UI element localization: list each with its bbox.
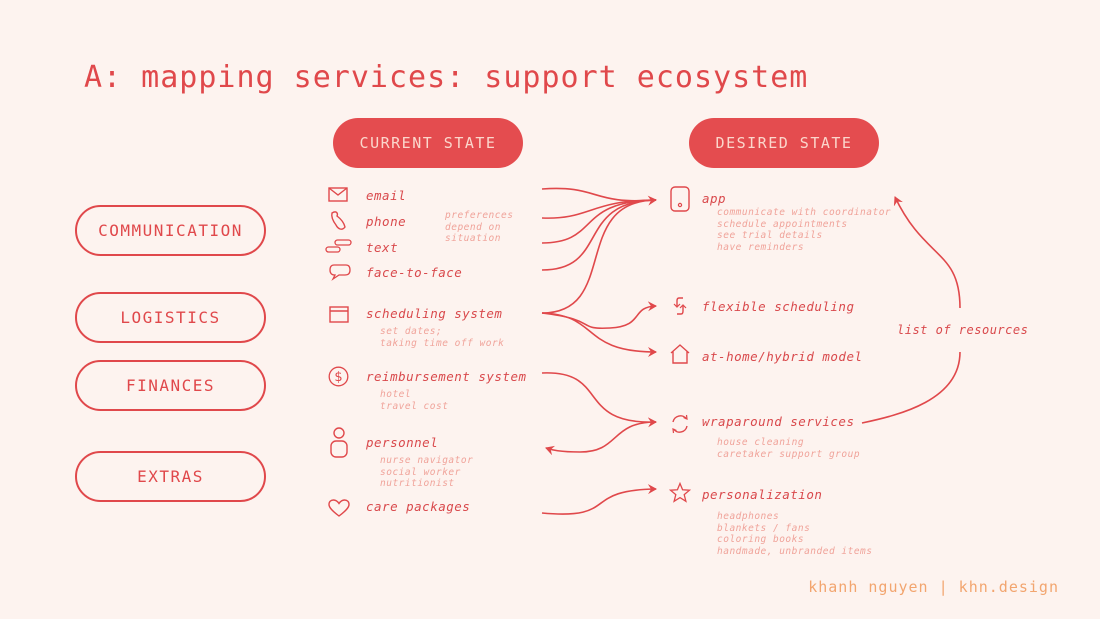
item-reimbursement-system: reimbursement system [366,369,527,384]
item-at-home-hybrid: at-home/hybrid model [702,349,863,364]
arrow-care-personal [541,484,657,515]
speech-bubble-icon [329,264,351,281]
current-state-header: CURRENT STATE [333,118,523,168]
arrow-scheduling-flex [541,301,657,330]
item-app: app [702,191,727,206]
item-care-packages: care packages [366,499,471,514]
dollar-icon: $ [328,366,349,387]
category-finances: FINANCES [75,360,266,411]
page-title: A: mapping services: support ecosystem [84,60,809,95]
item-phone: phone [366,214,407,229]
arrow-scheduling-home [541,312,657,357]
star-icon [669,482,691,503]
item-text: text [366,240,399,255]
note-scheduling: set dates; taking time off work [380,326,505,349]
svg-text:$: $ [334,370,342,385]
desired-state-header: DESIRED STATE [689,118,879,168]
phone-icon [331,211,346,230]
item-email: email [366,188,407,203]
calendar-icon [329,306,349,323]
loop-label-resources: list of resources [897,323,1029,337]
item-flexible-scheduling: flexible scheduling [702,299,855,314]
person-icon [330,427,348,458]
note-app: communicate with coordinator schedule ap… [717,207,892,253]
note-wraparound: house cleaning caretaker support group [717,437,861,460]
item-personalization: personalization [702,487,823,502]
credit: khanh nguyen | khn.design [808,578,1059,596]
category-logistics: LOGISTICS [75,292,266,343]
note-reimbursement: hotel travel cost [380,389,449,412]
arrow-email-app [541,187,657,206]
arrow-scheduling-app [541,199,657,314]
item-wraparound-services: wraparound services [702,414,855,429]
house-icon [670,344,690,364]
arrow-face-app [541,199,657,271]
loop-resources-up [893,196,961,309]
arrow-text-app [541,199,657,244]
flex-arrows-icon [673,297,687,315]
cycle-icon [672,414,688,434]
category-communication: COMMUNICATION [75,205,266,256]
arrow-wrap-personnel [545,421,657,456]
category-extras: EXTRAS [75,451,266,502]
item-personnel: personnel [366,435,439,450]
phone-device-icon [670,186,690,212]
item-scheduling-system: scheduling system [366,306,503,321]
note-personnel: nurse navigator social worker nutritioni… [380,455,474,489]
note-communication: preferences depend on situation [445,210,514,244]
heart-icon [328,499,350,517]
note-personalization: headphones blankets / fans coloring book… [717,511,873,557]
loop-resources-down [861,351,961,424]
item-face-to-face: face-to-face [366,265,463,280]
envelope-icon [328,187,348,202]
text-bubbles-icon [325,239,352,253]
arrow-reimb-wrap [541,372,657,428]
